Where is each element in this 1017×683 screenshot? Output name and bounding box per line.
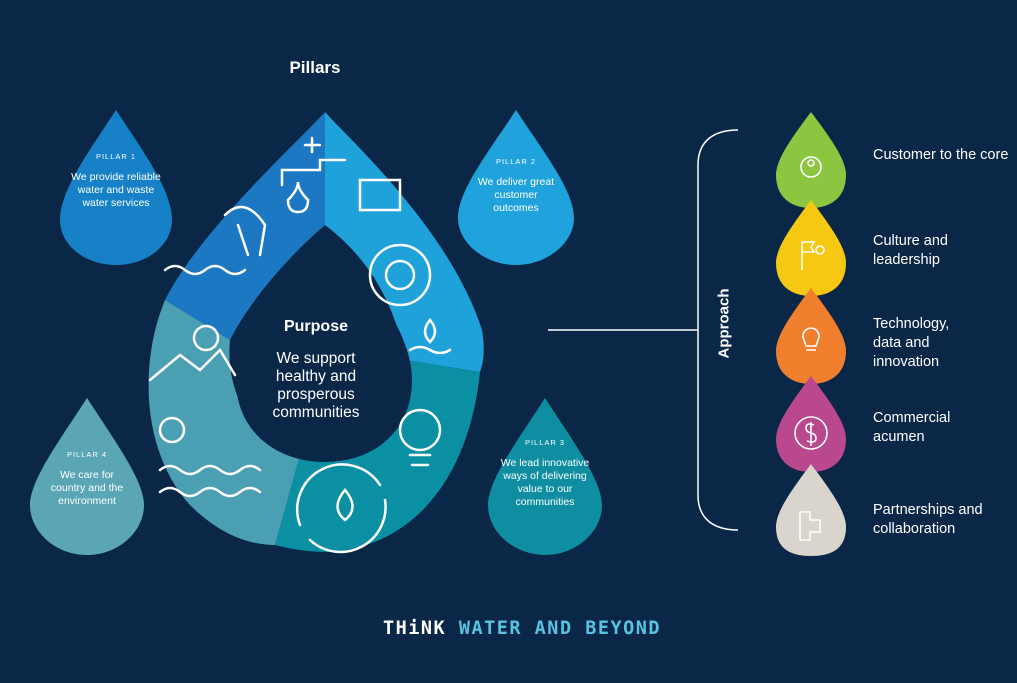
footer-rest: WATER AND BEYOND <box>458 618 662 639</box>
approach-bracket <box>548 129 739 531</box>
approach-drops <box>776 112 846 556</box>
pillar-2-text: We deliver great customer outcomes <box>477 176 555 214</box>
pillar-3-tag: PILLAR 3 <box>524 438 566 447</box>
pillar-3-text: We lead innovative ways of delivering va… <box>500 457 590 508</box>
dollar-cycle-icon <box>794 416 828 450</box>
pillars-title: Pillars <box>289 58 341 77</box>
approach-item-culture: Culture and leadership <box>873 233 948 268</box>
pillar-3-drop <box>488 398 602 555</box>
person-flag-icon <box>801 241 816 270</box>
pillar-4-text: We care for country and the environment <box>50 469 124 507</box>
puzzle-gear-icon <box>799 511 821 541</box>
approach-item-customer: Customer to the core <box>873 147 1009 163</box>
pillar-2-tag: PILLAR 2 <box>495 157 537 166</box>
pillar-2-card: PILLAR 2 We deliver great customer outco… <box>474 155 558 215</box>
purpose-title: Purpose <box>283 318 348 335</box>
pillar-4-tag: PILLAR 4 <box>66 450 108 459</box>
footer-tagline: THiNK WATER AND BEYOND <box>383 618 661 639</box>
approach-item-commercial: Commercial acumen <box>873 410 951 445</box>
pillar-1-card: PILLAR 1 We provide reliable water and w… <box>70 150 162 210</box>
pillar-4-drop <box>30 398 144 555</box>
pillar-3-card: PILLAR 3 We lead innovative ways of deli… <box>498 436 592 509</box>
central-drop <box>148 112 484 554</box>
pillar-1-text: We provide reliable water and waste wate… <box>71 171 161 209</box>
pillar-1-drop <box>60 110 172 265</box>
purpose-text: We support healthy and prosperous commun… <box>272 350 360 421</box>
network-people-icon <box>800 156 822 178</box>
pillar-4-card: PILLAR 4 We care for country and the env… <box>44 448 130 508</box>
footer-think: THiNK <box>383 618 447 639</box>
approach-item-partnerships: Partnerships and collaboration <box>873 502 983 537</box>
lightbulb-icon <box>802 327 820 351</box>
pillar-2-drop <box>458 110 574 265</box>
approach-item-technology: Technology, data and innovation <box>873 316 950 370</box>
pillar-1-tag: PILLAR 1 <box>95 152 137 161</box>
approach-label: Approach <box>715 288 733 359</box>
